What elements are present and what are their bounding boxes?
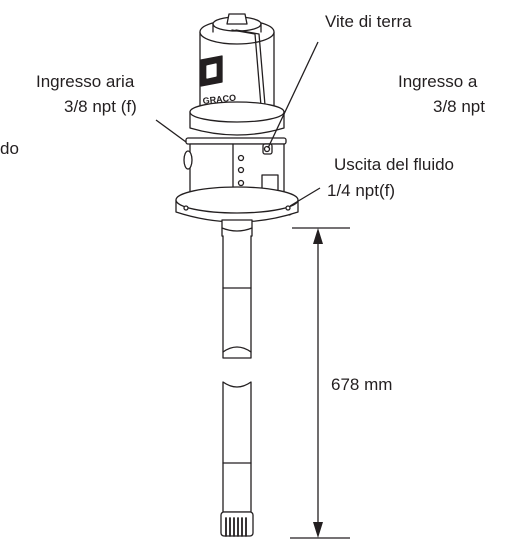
upper-tube bbox=[222, 235, 252, 359]
leader-ground-screw bbox=[267, 41, 319, 149]
ground-screw-label: Vite di terra bbox=[325, 12, 412, 31]
fluid-label-fragment: do bbox=[0, 139, 19, 158]
fluid-outlet-spec: 1/4 npt(f) bbox=[327, 181, 396, 200]
lower-tube bbox=[220, 381, 254, 537]
fluid-outlet-title: Uscita del fluido bbox=[334, 155, 455, 174]
air-inlet-right-spec: 3/8 npt bbox=[433, 97, 485, 116]
air-inlet-left-spec: 3/8 npt (f) bbox=[64, 97, 137, 116]
graco-logo: GRACO bbox=[200, 55, 237, 106]
air-inlet-left-title: Ingresso aria bbox=[36, 72, 135, 91]
leader-air-inlet-left bbox=[155, 119, 187, 143]
air-motor-housing: GRACO bbox=[189, 13, 285, 136]
air-inlet-right-title: Ingresso a bbox=[398, 72, 478, 91]
dimension-label: 678 mm bbox=[331, 375, 393, 394]
leader-fluid-outlet bbox=[289, 187, 321, 207]
dimension-line bbox=[290, 227, 350, 539]
dimension-arrow-top bbox=[313, 228, 323, 244]
dimension-arrow-bottom bbox=[313, 522, 323, 538]
mounting-flange bbox=[175, 186, 299, 223]
